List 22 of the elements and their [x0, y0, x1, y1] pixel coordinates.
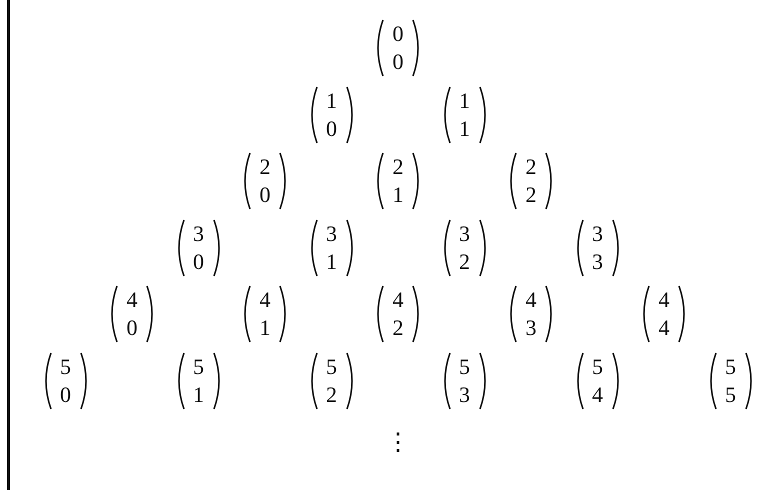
binomial-coefficient: 1 0	[308, 84, 354, 144]
binomial-coefficient: 4 1	[242, 284, 288, 344]
binomial-coefficient: 3 1	[308, 218, 354, 278]
binomial-coefficient: 4 2	[375, 284, 421, 344]
binomial-coefficient: 5 1	[176, 350, 222, 410]
binomial-coefficient: 3 3	[574, 218, 620, 278]
binomial-coefficient: 2 2	[508, 151, 554, 211]
binomial-coefficient: 2 0	[242, 151, 288, 211]
binomial-coefficient: 3 2	[442, 218, 488, 278]
binomial-coefficient: 5 4	[574, 350, 620, 410]
binomial-coefficient: 0 0	[375, 18, 421, 78]
binomial-coefficient: 4 0	[109, 284, 155, 344]
binomial-coefficient: 1 1	[442, 84, 488, 144]
binomial-coefficient: 4 3	[508, 284, 554, 344]
binomial-coefficient: 5 2	[308, 350, 354, 410]
binomial-coefficient: 2 1	[375, 151, 421, 211]
binomial-coefficient: 5 5	[708, 350, 754, 410]
binomial-coefficient: 4 4	[641, 284, 687, 344]
binomial-coefficient: 5 0	[42, 350, 88, 410]
binomial-coefficient: 5 3	[442, 350, 488, 410]
binomial-coefficient: 3 0	[176, 218, 222, 278]
vertical-ellipsis: ⋮	[386, 429, 410, 457]
